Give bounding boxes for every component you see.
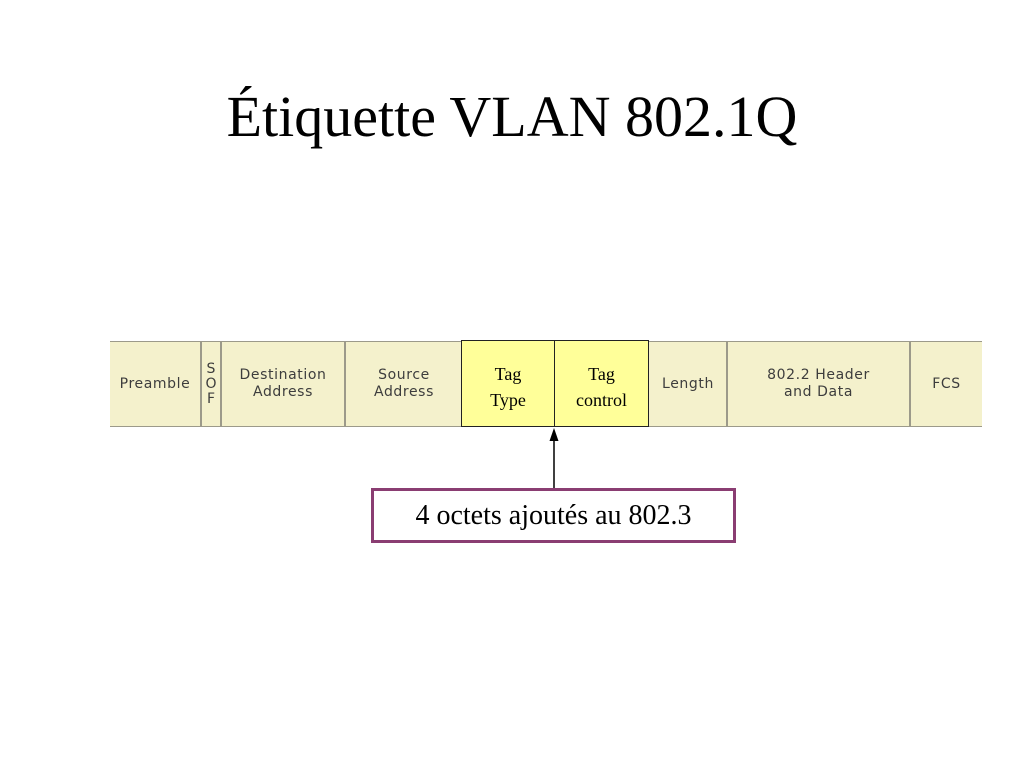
field-header-and-data: 802.2 Header and Data xyxy=(728,342,911,426)
callout-box: 4 octets ajoutés au 802.3 xyxy=(371,488,736,543)
field-tag-control: Tag control xyxy=(554,340,649,427)
field-sof: S O F xyxy=(202,342,222,426)
field-source-address: Source Address xyxy=(374,367,434,400)
field-destination-address: Destination Address xyxy=(222,342,346,426)
arrow-head xyxy=(549,428,559,441)
slide-title: Étiquette VLAN 802.1Q xyxy=(226,84,798,149)
field-length: Length xyxy=(650,342,728,426)
field-tag-type: Tag Type xyxy=(461,340,555,427)
field-preamble: Preamble xyxy=(110,342,202,426)
field-fcs: FCS xyxy=(932,375,961,392)
